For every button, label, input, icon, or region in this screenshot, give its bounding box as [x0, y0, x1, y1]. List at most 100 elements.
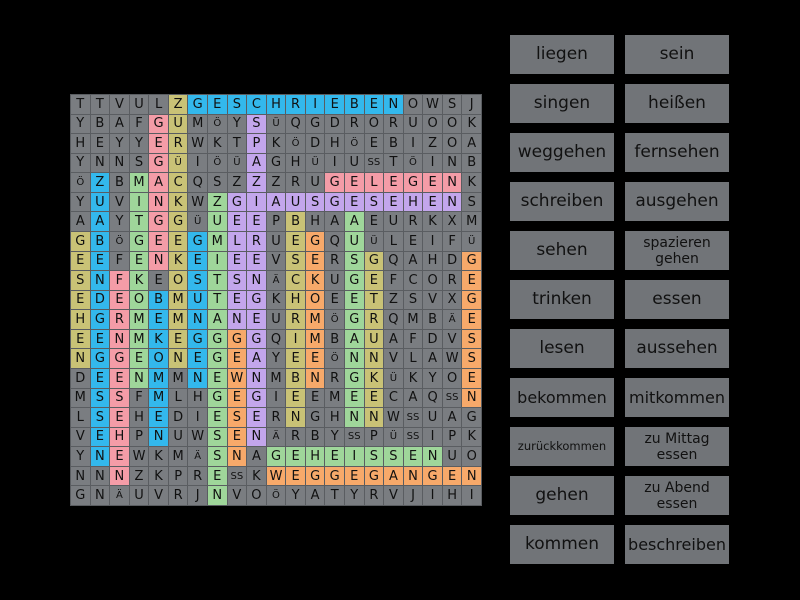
grid-cell[interactable]: SS — [364, 153, 384, 173]
grid-cell[interactable]: A — [110, 114, 129, 134]
grid-cell[interactable]: U — [168, 427, 188, 447]
grid-cell[interactable]: B — [286, 368, 305, 388]
grid-cell[interactable]: B — [305, 427, 325, 447]
grid-cell[interactable]: A — [462, 134, 481, 153]
grid-cell[interactable]: Q — [325, 231, 344, 251]
grid-cell[interactable]: H — [71, 310, 90, 329]
grid-cell[interactable]: E — [71, 251, 90, 271]
grid-cell[interactable]: E — [247, 408, 266, 427]
grid-cell[interactable]: G — [110, 349, 129, 368]
grid-cell[interactable]: L — [364, 173, 384, 192]
grid-cell[interactable]: G — [325, 173, 344, 192]
word-button[interactable]: bekommen — [510, 378, 614, 417]
grid-cell[interactable]: A — [149, 173, 168, 192]
grid-cell[interactable]: I — [266, 388, 286, 408]
grid-cell[interactable]: SS — [403, 427, 423, 447]
grid-cell[interactable]: Y — [344, 486, 364, 505]
grid-cell[interactable]: Z — [168, 95, 188, 114]
grid-cell[interactable]: J — [188, 486, 207, 505]
grid-cell[interactable]: G — [325, 466, 344, 486]
grid-cell[interactable]: K — [423, 212, 442, 231]
grid-cell[interactable]: U — [325, 271, 344, 290]
grid-cell[interactable]: T — [90, 95, 110, 114]
grid-cell[interactable]: N — [286, 408, 305, 427]
grid-cell[interactable]: E — [227, 290, 247, 310]
grid-cell[interactable]: G — [305, 466, 325, 486]
grid-cell[interactable]: G — [207, 388, 227, 408]
grid-cell[interactable]: Q — [266, 329, 286, 349]
grid-cell[interactable]: G — [344, 310, 364, 329]
grid-cell[interactable]: C — [286, 271, 305, 290]
grid-cell[interactable]: I — [462, 486, 481, 505]
grid-cell[interactable]: U — [403, 114, 423, 134]
grid-cell[interactable]: G — [344, 368, 364, 388]
grid-cell[interactable]: E — [247, 212, 266, 231]
grid-cell[interactable]: B — [90, 231, 110, 251]
grid-cell[interactable]: G — [266, 153, 286, 173]
grid-cell[interactable]: M — [129, 173, 149, 192]
grid-cell[interactable]: V — [110, 192, 129, 212]
grid-cell[interactable]: O — [247, 486, 266, 505]
grid-cell[interactable]: G — [188, 95, 207, 114]
grid-cell[interactable]: P — [247, 134, 266, 153]
grid-cell[interactable]: E — [423, 173, 442, 192]
grid-cell[interactable]: M — [266, 368, 286, 388]
grid-cell[interactable]: M — [71, 388, 90, 408]
grid-cell[interactable]: E — [188, 349, 207, 368]
grid-cell[interactable]: E — [149, 134, 168, 153]
grid-cell[interactable]: V — [384, 349, 403, 368]
grid-cell[interactable]: E — [149, 271, 168, 290]
word-button[interactable]: trinken — [510, 280, 614, 319]
grid-cell[interactable]: R — [325, 251, 344, 271]
grid-cell[interactable]: E — [305, 349, 325, 368]
grid-cell[interactable]: R — [286, 173, 305, 192]
grid-cell[interactable]: I — [188, 153, 207, 173]
grid-cell[interactable]: V — [442, 329, 462, 349]
grid-cell[interactable]: D — [442, 251, 462, 271]
grid-cell[interactable]: R — [442, 271, 462, 290]
grid-cell[interactable]: B — [90, 114, 110, 134]
grid-cell[interactable]: S — [90, 388, 110, 408]
grid-cell[interactable]: G — [344, 271, 364, 290]
grid-cell[interactable]: I — [423, 427, 442, 447]
grid-cell[interactable]: E — [207, 95, 227, 114]
grid-cell[interactable]: A — [90, 212, 110, 231]
grid-cell[interactable]: S — [110, 388, 129, 408]
grid-cell[interactable]: N — [207, 486, 227, 505]
grid-cell[interactable]: F — [442, 231, 462, 251]
grid-cell[interactable]: B — [325, 329, 344, 349]
grid-cell[interactable]: A — [247, 447, 266, 466]
grid-cell[interactable]: G — [71, 486, 90, 505]
grid-cell[interactable]: N — [442, 173, 462, 192]
grid-cell[interactable]: H — [305, 212, 325, 231]
grid-cell[interactable]: V — [384, 486, 403, 505]
grid-cell[interactable]: S — [227, 408, 247, 427]
grid-cell[interactable]: N — [90, 486, 110, 505]
grid-cell[interactable]: A — [207, 310, 227, 329]
grid-cell[interactable]: E — [344, 290, 364, 310]
grid-cell[interactable]: L — [227, 231, 247, 251]
grid-cell[interactable]: R — [364, 486, 384, 505]
grid-cell[interactable]: S — [384, 447, 403, 466]
grid-cell[interactable]: G — [305, 114, 325, 134]
grid-cell[interactable]: Ü — [384, 368, 403, 388]
grid-cell[interactable]: E — [423, 192, 442, 212]
grid-cell[interactable]: C — [247, 95, 266, 114]
grid-cell[interactable]: C — [384, 388, 403, 408]
grid-cell[interactable]: O — [423, 114, 442, 134]
grid-cell[interactable]: E — [325, 95, 344, 114]
grid-cell[interactable]: E — [227, 427, 247, 447]
grid-cell[interactable]: M — [168, 368, 188, 388]
grid-cell[interactable]: Ü — [168, 153, 188, 173]
grid-cell[interactable]: W — [188, 134, 207, 153]
grid-cell[interactable]: Ö — [71, 173, 90, 192]
grid-cell[interactable]: S — [90, 408, 110, 427]
grid-cell[interactable]: I — [403, 134, 423, 153]
grid-cell[interactable]: H — [403, 192, 423, 212]
grid-cell[interactable]: U — [129, 95, 149, 114]
grid-cell[interactable]: E — [168, 231, 188, 251]
grid-cell[interactable]: M — [129, 310, 149, 329]
grid-cell[interactable]: G — [462, 408, 481, 427]
grid-cell[interactable]: SS — [344, 427, 364, 447]
